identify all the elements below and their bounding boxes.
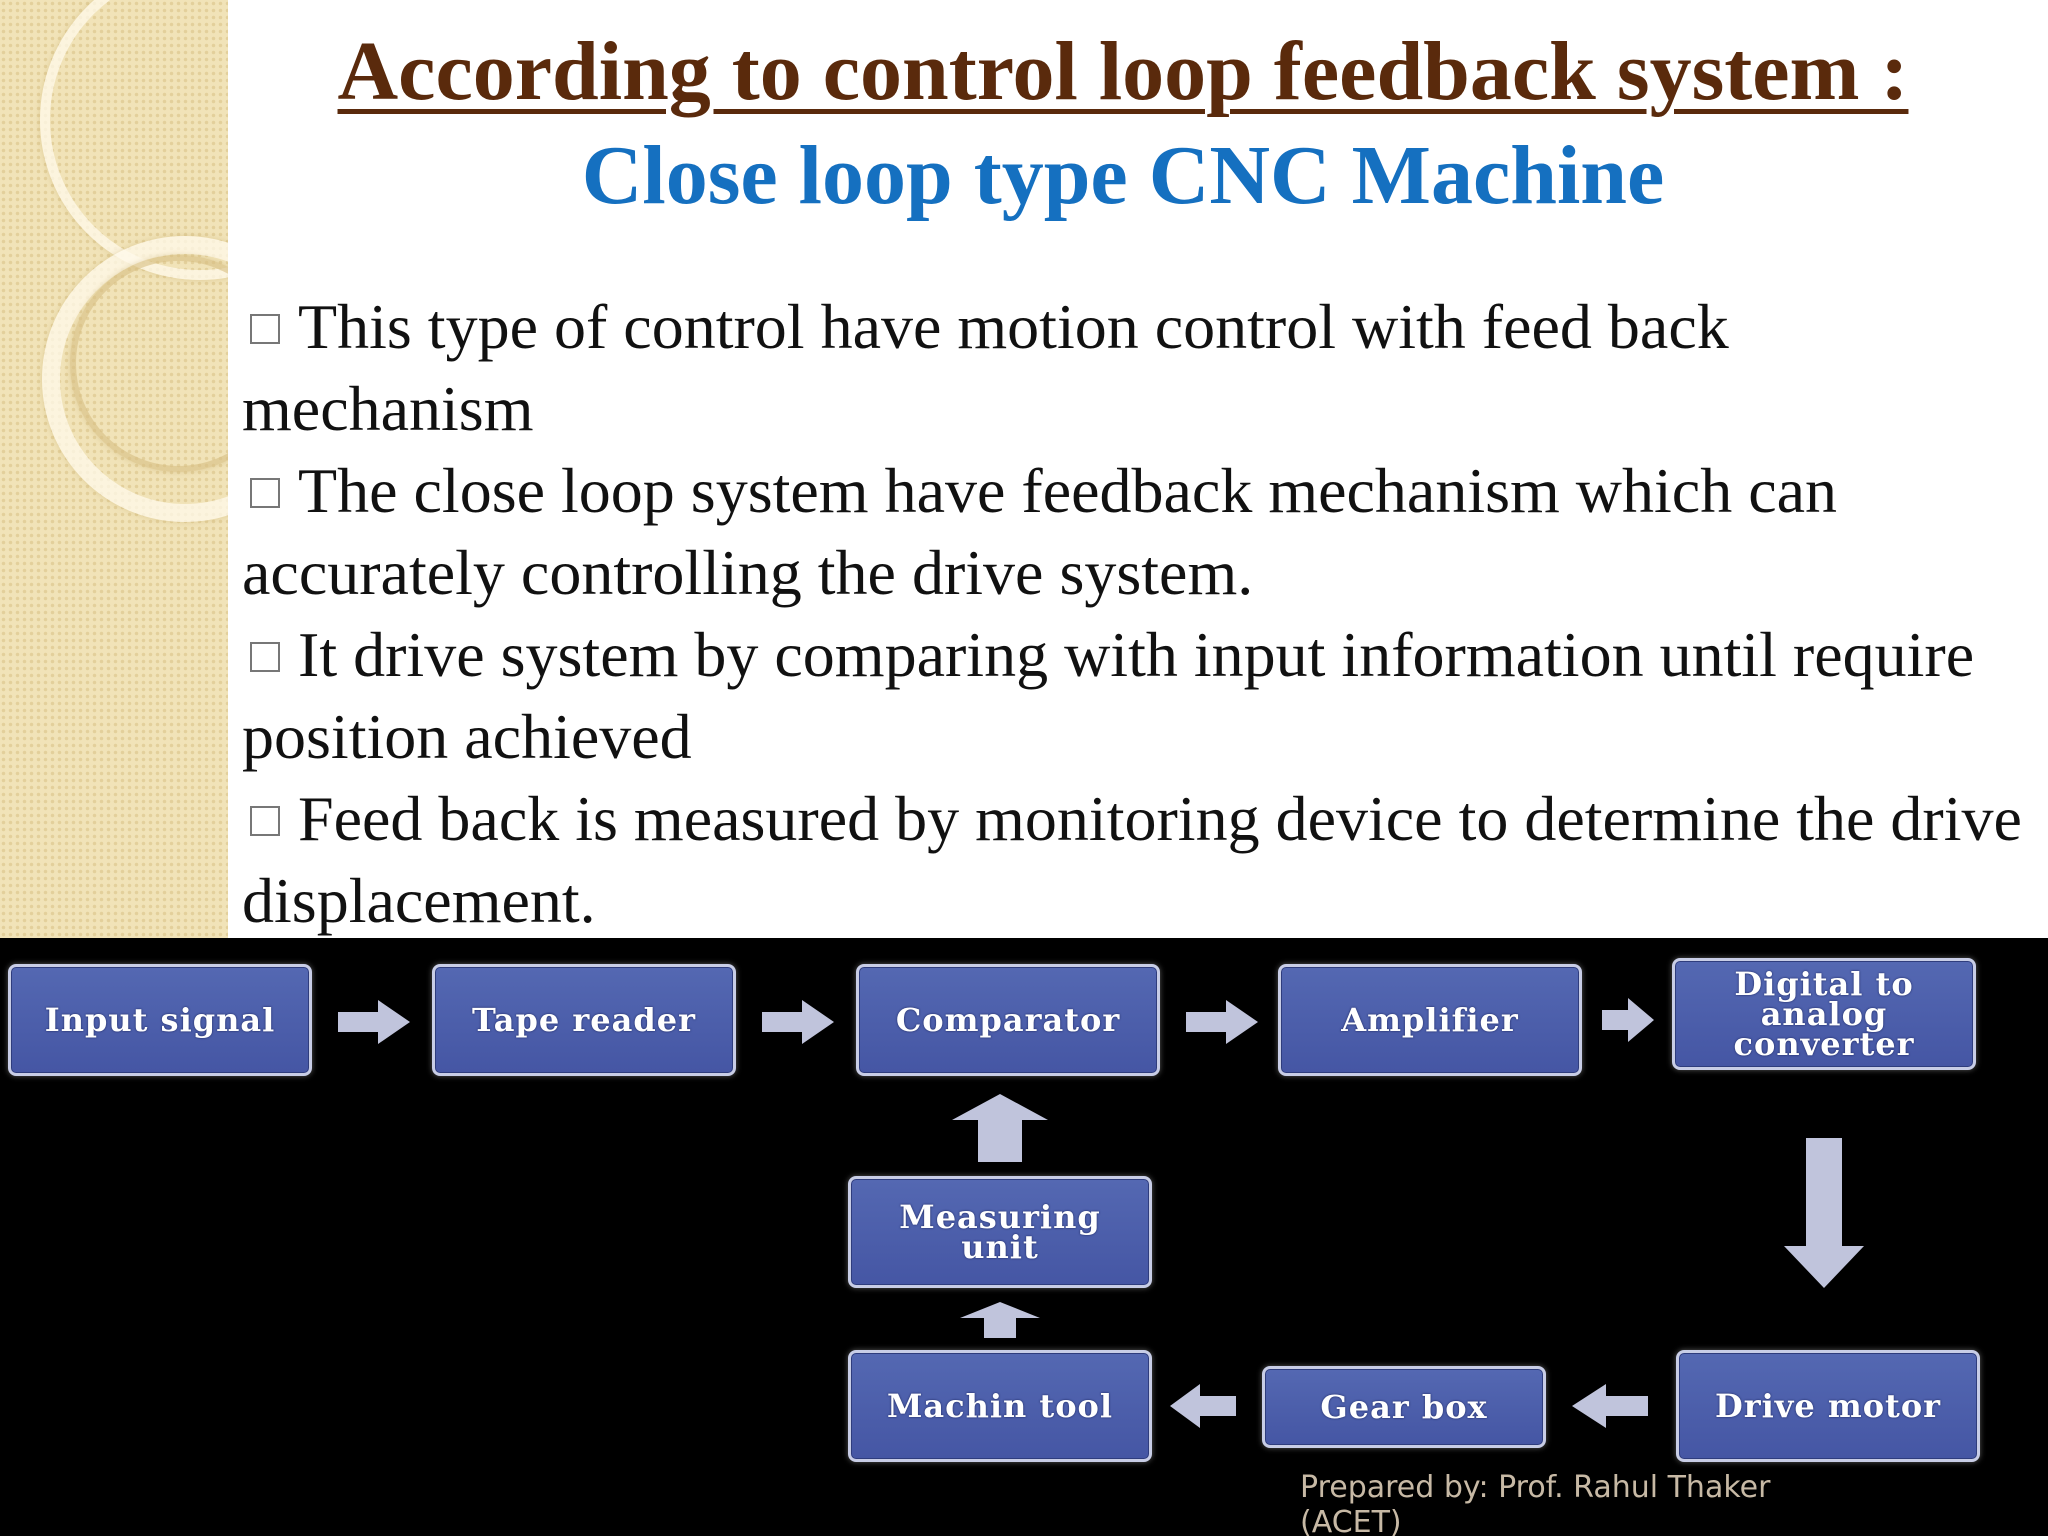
empty-box-glyph-icon bbox=[250, 806, 280, 836]
block-diagram: Input signal Tape reader Comparator Ampl… bbox=[0, 938, 2048, 1536]
arrow-right-icon bbox=[1602, 998, 1654, 1042]
node-input-signal: Input signal bbox=[8, 964, 312, 1076]
bullet-text: The close loop system have feedback mech… bbox=[242, 455, 1837, 608]
node-label: Amplifier bbox=[1341, 1001, 1519, 1039]
slide-subtitle: Close loop type CNC Machine bbox=[581, 129, 1665, 222]
arrow-up-icon bbox=[952, 1094, 1048, 1162]
node-label: Machin tool bbox=[886, 1387, 1114, 1425]
node-label-line: Digital to bbox=[1734, 965, 1914, 1003]
node-label-line: unit bbox=[961, 1228, 1039, 1266]
empty-box-glyph-icon bbox=[250, 478, 280, 508]
node-amplifier: Amplifier bbox=[1278, 964, 1582, 1076]
slide-title: According to control loop feedback syste… bbox=[228, 24, 2018, 120]
node-machine-tool: Machin tool bbox=[848, 1350, 1152, 1462]
arrow-left-icon bbox=[1572, 1384, 1648, 1428]
arrow-right-icon bbox=[762, 1000, 834, 1044]
bullet-item: This type of control have motion control… bbox=[242, 286, 2032, 450]
arrow-right-icon bbox=[338, 1000, 410, 1044]
node-label-line: Measuring bbox=[899, 1198, 1101, 1236]
bullet-item: The close loop system have feedback mech… bbox=[242, 450, 2032, 614]
bullet-list: This type of control have motion control… bbox=[242, 286, 2032, 942]
arrow-right-icon bbox=[1186, 1000, 1258, 1044]
bullet-text: This type of control have motion control… bbox=[242, 291, 1729, 444]
arrow-down-icon bbox=[1784, 1138, 1864, 1288]
bullet-item: It drive system by comparing with input … bbox=[242, 614, 2032, 778]
decorative-side-band bbox=[0, 0, 228, 940]
empty-box-glyph-icon bbox=[250, 642, 280, 672]
node-drive-motor: Drive motor bbox=[1676, 1350, 1980, 1462]
arrow-up-icon bbox=[960, 1302, 1040, 1338]
node-label: Tape reader bbox=[472, 1001, 696, 1039]
node-label: Gear box bbox=[1320, 1388, 1488, 1426]
node-measuring-unit: Measuring unit bbox=[848, 1176, 1152, 1288]
arrow-left-icon bbox=[1170, 1384, 1236, 1428]
node-gear-box: Gear box bbox=[1262, 1366, 1546, 1448]
footer-credit: Prepared by: Prof. Rahul Thaker (ACET) bbox=[1300, 1470, 1771, 1540]
node-label: Drive motor bbox=[1714, 1387, 1942, 1425]
bullet-text: It drive system by comparing with input … bbox=[242, 619, 1975, 772]
node-comparator: Comparator bbox=[856, 964, 1160, 1076]
node-label: Input signal bbox=[44, 1001, 276, 1039]
bullet-item: Feed back is measured by monitoring devi… bbox=[242, 778, 2032, 942]
empty-box-glyph-icon bbox=[250, 314, 280, 344]
node-digital-to-analog-converter: Digital to analog converter bbox=[1672, 958, 1976, 1070]
slide-title-text: According to control loop feedback syste… bbox=[337, 25, 1909, 118]
node-label-line: analog bbox=[1760, 995, 1888, 1033]
node-label: Comparator bbox=[895, 1001, 1121, 1039]
node-tape-reader: Tape reader bbox=[432, 964, 736, 1076]
node-label-line: converter bbox=[1733, 1025, 1915, 1063]
bullet-text: Feed back is measured by monitoring devi… bbox=[242, 783, 2022, 936]
